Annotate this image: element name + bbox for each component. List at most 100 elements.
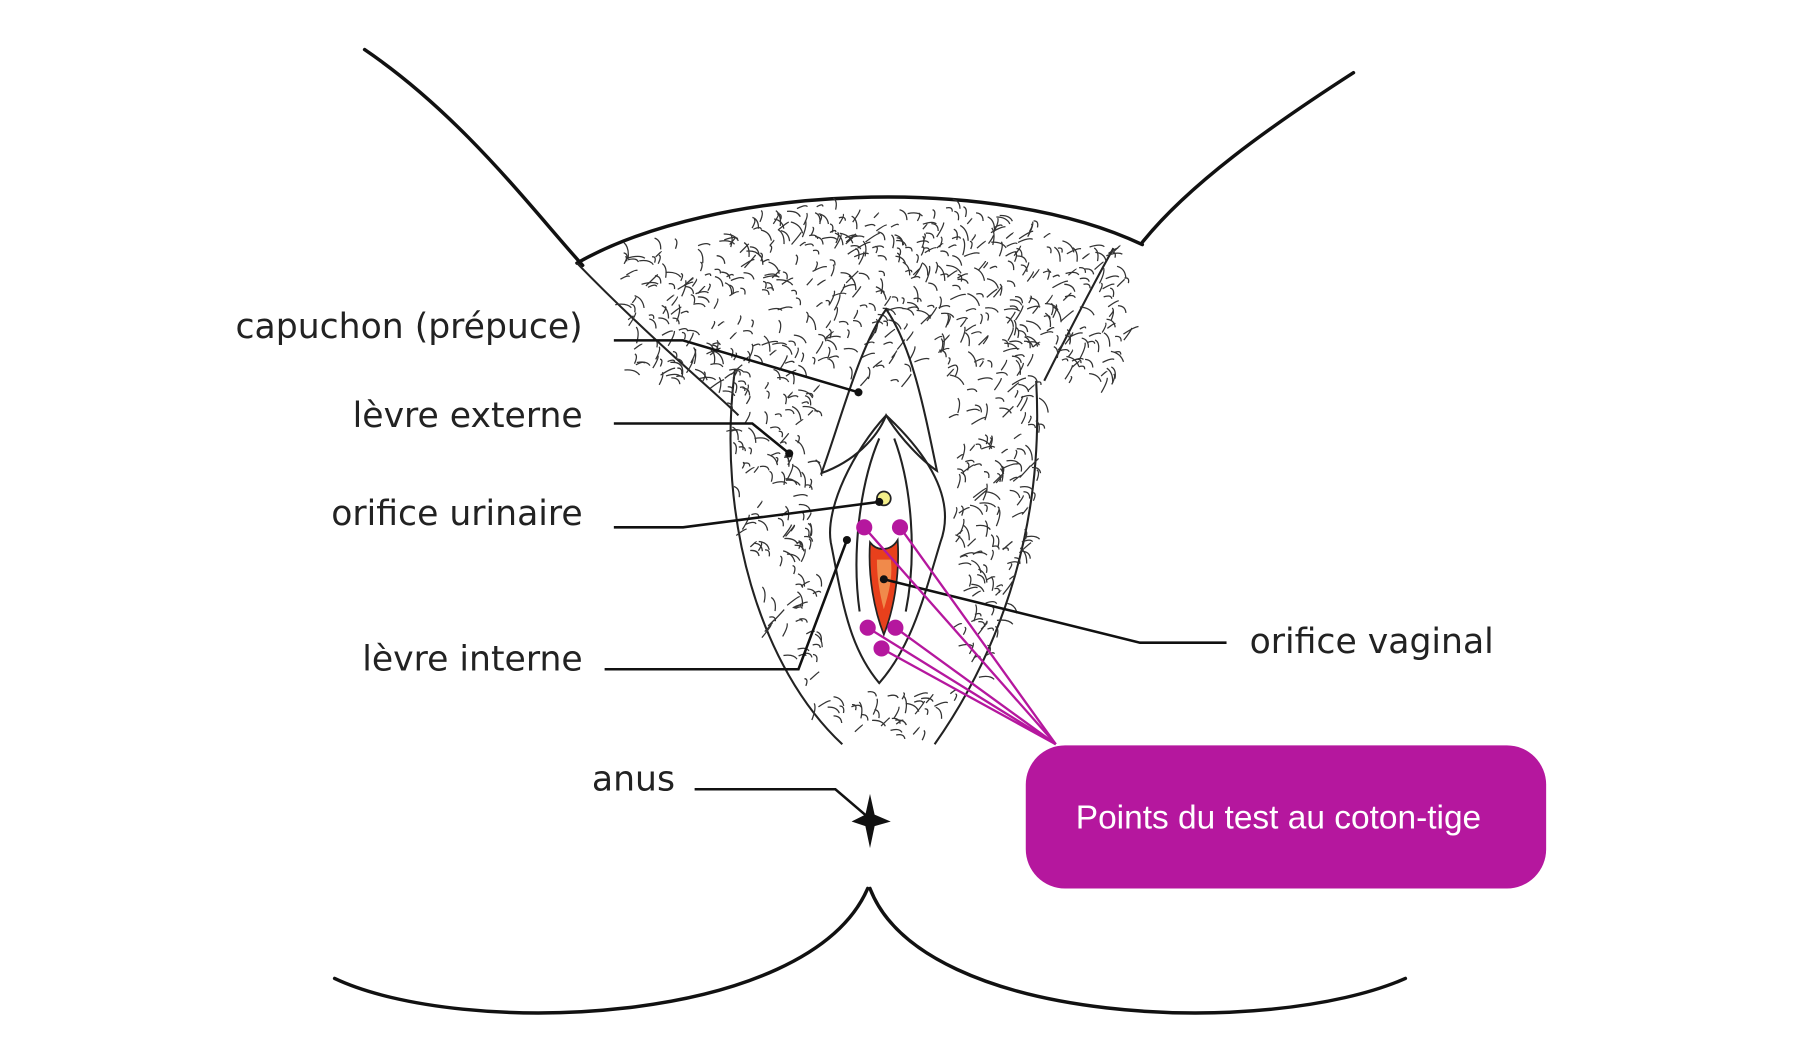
hair-stroke — [986, 288, 998, 298]
hair-stroke — [1043, 315, 1051, 319]
hair-stroke — [1007, 260, 1015, 271]
hair-stroke — [818, 333, 827, 342]
hair-stroke — [786, 210, 801, 218]
hair-stroke — [1006, 459, 1020, 465]
hair-stroke — [655, 251, 662, 258]
hair-stroke — [711, 320, 716, 330]
hair-stroke — [693, 303, 706, 308]
hair-stroke — [934, 261, 939, 274]
hair-stroke — [769, 349, 777, 356]
hair-stroke — [726, 273, 734, 278]
hair-stroke — [990, 549, 994, 561]
hair-stroke — [896, 734, 906, 740]
hair-stroke — [793, 493, 809, 497]
hair-stroke — [1009, 305, 1019, 311]
hair-stroke — [903, 323, 908, 330]
hair-stroke — [862, 240, 867, 257]
hair-stroke — [832, 197, 837, 210]
hair-stroke — [1016, 448, 1026, 455]
hair-stroke — [855, 247, 860, 260]
hair-stroke — [996, 216, 1011, 225]
hair-stroke — [913, 692, 929, 698]
hair-stroke — [951, 236, 962, 240]
hair-stroke — [654, 237, 662, 250]
hair-stroke — [733, 485, 740, 498]
hair-stroke — [812, 653, 818, 663]
hair-stroke — [931, 222, 939, 232]
hair-stroke — [963, 206, 967, 218]
hair-stroke — [812, 643, 821, 649]
hair-stroke — [1038, 397, 1049, 413]
hair-stroke — [946, 314, 951, 326]
hair-stroke — [626, 269, 638, 276]
hair-stroke — [798, 503, 811, 511]
hair-stroke — [752, 343, 761, 347]
hair-stroke — [920, 697, 934, 702]
hair-stroke — [1116, 278, 1126, 288]
hair-stroke — [1054, 246, 1061, 262]
hair-stroke — [785, 505, 790, 521]
hair-stroke — [651, 256, 656, 263]
hair-stroke — [806, 277, 814, 286]
hair-stroke — [888, 319, 902, 330]
hair-stroke — [884, 328, 896, 338]
hair-stroke — [825, 320, 831, 329]
hair-stroke — [1002, 540, 1013, 551]
hair-stroke — [890, 223, 900, 228]
hair-stroke — [767, 619, 775, 627]
hair-stroke — [776, 279, 794, 286]
hair-stroke — [991, 606, 995, 616]
hair-stroke — [745, 521, 757, 526]
hair-stroke — [1045, 294, 1053, 305]
hair-stroke — [960, 505, 964, 516]
leader-urethral — [613, 500, 880, 529]
hair-stroke — [966, 462, 970, 471]
hair-stroke — [1094, 261, 1104, 271]
hair-stroke — [1006, 280, 1016, 287]
hair-stroke — [950, 293, 966, 301]
hair-stroke — [733, 352, 738, 361]
hair-stroke — [914, 700, 926, 715]
hair-stroke — [839, 705, 845, 714]
hair-stroke — [1046, 246, 1052, 254]
hair-stroke — [680, 310, 689, 314]
hair-stroke — [732, 426, 739, 440]
hair-stroke — [905, 269, 913, 273]
hair-stroke — [1026, 335, 1039, 347]
hair-stroke — [964, 332, 970, 347]
hair-stroke — [1024, 336, 1031, 349]
hair-stroke — [639, 259, 654, 266]
hair-stroke — [816, 204, 824, 208]
hair-stroke — [849, 366, 853, 380]
hair-stroke — [1022, 262, 1030, 276]
hair-stroke — [785, 479, 801, 486]
hair-stroke — [955, 534, 966, 548]
hair-stroke — [1078, 365, 1086, 370]
hair-stroke — [1008, 574, 1016, 580]
hair-stroke — [766, 287, 774, 291]
hair-stroke — [987, 216, 996, 231]
hair-stroke — [883, 320, 889, 327]
hair-stroke — [747, 350, 751, 364]
hair-stroke — [743, 356, 750, 362]
hair-stroke — [965, 324, 977, 332]
hair-stroke — [989, 265, 998, 270]
hair-stroke — [829, 229, 837, 234]
hair-stroke — [963, 586, 978, 592]
hair-stroke — [954, 365, 959, 377]
labia-minora — [829, 413, 946, 685]
hair-stroke — [740, 287, 746, 295]
hair-stroke — [903, 695, 908, 714]
hair-stroke — [739, 243, 750, 254]
hair-stroke — [858, 701, 863, 719]
hair-stroke — [787, 395, 799, 399]
hair-stroke — [729, 331, 737, 340]
hair-stroke — [782, 524, 793, 538]
hair-stroke — [805, 311, 809, 323]
hair-stroke — [738, 440, 744, 451]
hair-stroke — [786, 553, 801, 561]
hair-stroke — [799, 618, 808, 623]
hair-stroke — [987, 627, 994, 631]
hair-stroke — [978, 438, 993, 449]
hair-stroke — [980, 445, 996, 450]
